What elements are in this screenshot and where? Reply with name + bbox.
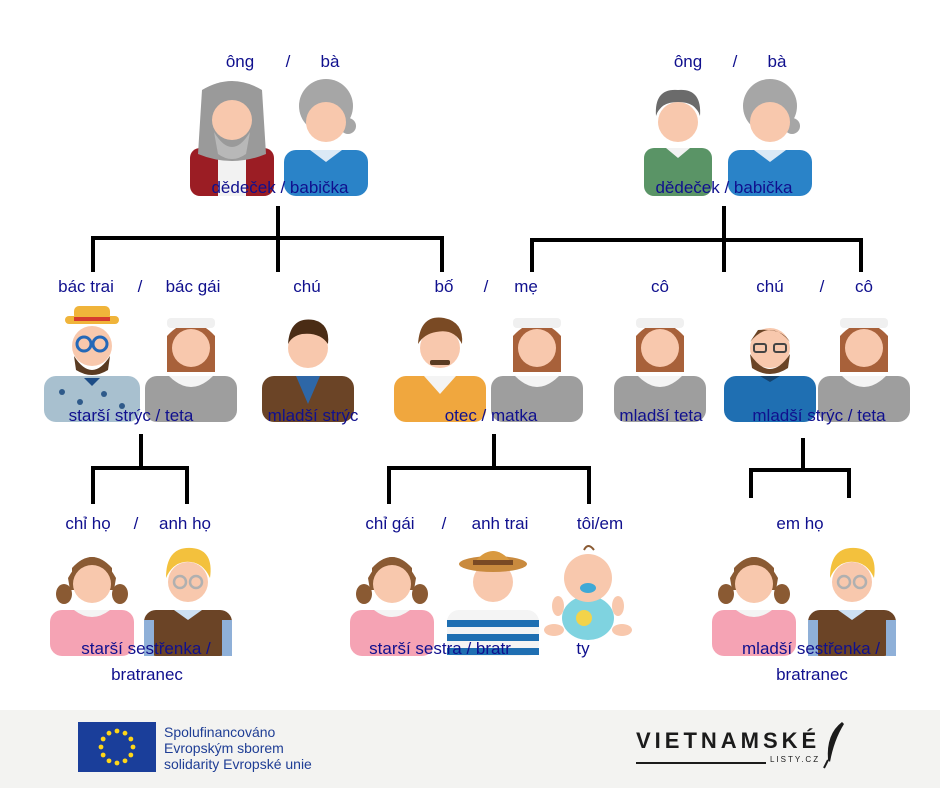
label-slash: / xyxy=(285,52,291,71)
eu-star xyxy=(122,730,128,736)
label-bac-gai: bác gái xyxy=(165,277,221,296)
label-bo: bố xyxy=(434,277,454,296)
label-chu-right: chú xyxy=(756,277,784,296)
avatar-older-cousin-girl xyxy=(50,557,134,656)
label-toi-em: tôi/em xyxy=(576,514,624,533)
eu-star xyxy=(100,752,106,758)
label-grandmother-vn: bà xyxy=(320,52,340,71)
label-co: cô xyxy=(651,277,669,296)
eu-flag-logo xyxy=(78,722,156,772)
label-younger-uncle-aunt-cz: mladší strýc / teta xyxy=(752,406,886,425)
label-grandfather-vn: ông xyxy=(225,52,255,71)
eu-text-line3: solidarity Evropské unie xyxy=(164,756,312,772)
label-siblings-cz: starší sestra / bratr xyxy=(369,639,511,658)
eu-star xyxy=(128,736,134,742)
label-chu: chú xyxy=(293,277,321,296)
connector-left-grandparents xyxy=(91,206,444,272)
connector-left-uncle xyxy=(91,434,189,504)
eu-star xyxy=(100,736,106,742)
label-parents-cz: otec / matka xyxy=(444,406,538,425)
avatar-grandmother-right xyxy=(728,79,812,196)
eu-text-line2: Evropským sborem xyxy=(164,740,284,756)
avatar-baby xyxy=(544,545,632,640)
avatar-young-aunt xyxy=(818,318,910,422)
avatar-older-uncle xyxy=(44,306,140,422)
label-younger-cousins-cz: mladší sestřenka / xyxy=(742,639,880,658)
avatar-mother xyxy=(491,318,583,422)
label-older-cousins-cz-line2: bratranec xyxy=(111,665,183,684)
avatar-grandfather-left xyxy=(190,81,274,196)
eu-star xyxy=(114,728,120,734)
label-grandparents-cz: dědeček / babička xyxy=(655,178,793,197)
label-grandmother-vn: bà xyxy=(767,52,787,71)
brand-logo-subtext: LISTY.CZ xyxy=(770,755,821,764)
label-em-ho: em họ xyxy=(776,514,824,533)
avatar-grandmother-left xyxy=(284,79,368,196)
connector-right-grandparents xyxy=(530,206,863,272)
label-younger-aunt-cz: mladší teta xyxy=(619,406,703,425)
label-grandparents-cz: dědeček / babička xyxy=(211,178,349,197)
connector-parents xyxy=(387,434,591,504)
label-slash: / xyxy=(483,277,489,296)
quill-icon xyxy=(823,722,844,769)
connector-right-uncle xyxy=(749,438,851,498)
eu-text-line1: Spolufinancováno xyxy=(164,724,276,740)
family-tree-diagram xyxy=(44,79,910,656)
label-slash: / xyxy=(133,514,139,533)
label-older-uncle-aunt-cz: starší strýc / teta xyxy=(68,406,194,425)
label-co-right: cô xyxy=(855,277,873,296)
label-me: mẹ xyxy=(514,277,538,296)
avatar-younger-uncle xyxy=(262,319,354,422)
avatar-father xyxy=(394,317,486,422)
label-anh-ho: anh họ xyxy=(159,514,211,533)
label-slash: / xyxy=(732,52,738,71)
label-bac-trai: bác trai xyxy=(58,277,114,296)
eu-star xyxy=(106,730,112,736)
label-younger-cousins-cz-line2: bratranec xyxy=(776,665,848,684)
label-grandfather-vn: ông xyxy=(673,52,703,71)
label-anh-trai: anh trai xyxy=(471,514,529,533)
eu-cofunding-text: Spolufinancováno Evropským sborem solida… xyxy=(164,724,312,772)
avatar-older-aunt xyxy=(145,318,237,422)
avatar-younger-aunt xyxy=(614,318,706,422)
eu-star xyxy=(98,744,104,750)
label-chi-gai: chỉ gái xyxy=(365,514,415,533)
label-slash: / xyxy=(137,277,143,296)
label-older-cousins-cz: starší sestřenka / xyxy=(81,639,211,658)
eu-star xyxy=(130,744,136,750)
avatar-grandfather-right xyxy=(644,89,712,196)
avatar-older-cousin-boy xyxy=(144,547,232,656)
label-slash: / xyxy=(819,277,825,296)
avatar-young-uncle xyxy=(724,328,816,422)
avatar-younger-cousin-boy xyxy=(808,547,896,656)
footer-bar xyxy=(0,710,940,788)
label-chi-ho: chỉ họ xyxy=(65,514,111,533)
eu-star xyxy=(128,752,134,758)
label-you-cz: ty xyxy=(576,639,590,658)
avatar-older-brother xyxy=(447,551,539,656)
connector-lines xyxy=(91,206,863,504)
label-younger-uncle-cz: mladší strýc xyxy=(267,406,359,425)
eu-star xyxy=(122,758,128,764)
brand-underline xyxy=(636,762,766,764)
avatar-older-sister xyxy=(350,557,434,656)
avatar-younger-cousin-girl xyxy=(712,557,796,656)
label-slash: / xyxy=(441,514,447,533)
eu-star xyxy=(106,758,112,764)
brand-logo-text: VIETNAMSKÉ xyxy=(636,728,821,753)
eu-star xyxy=(114,760,120,766)
